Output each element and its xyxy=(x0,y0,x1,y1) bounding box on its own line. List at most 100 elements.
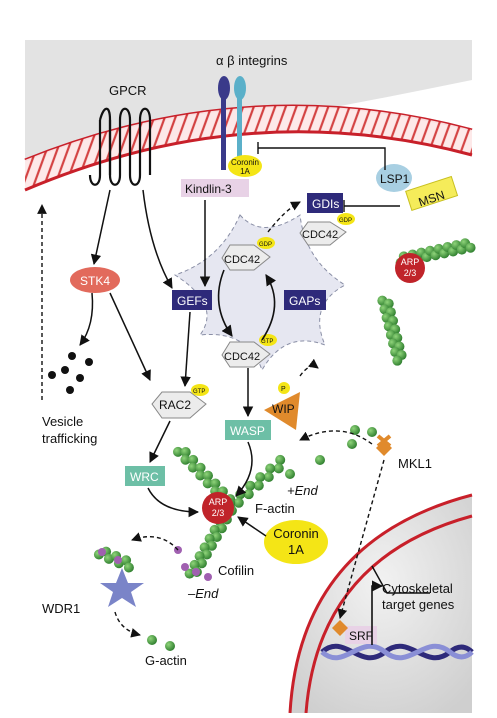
actin-filament-plus xyxy=(275,454,286,465)
actin-filament-plus xyxy=(255,472,266,483)
rac2-label: RAC2 xyxy=(159,398,191,412)
wip-protein xyxy=(264,382,300,430)
wrc-box xyxy=(125,466,165,486)
cofilin-bead xyxy=(204,573,212,581)
srf-label: SRF xyxy=(349,629,373,643)
actin-filament-branch xyxy=(187,462,198,473)
coronin-big-label-2: 1A xyxy=(288,542,304,557)
gdp-badge-1 xyxy=(337,213,355,225)
minus-end-label: –End xyxy=(187,586,219,601)
arp23-2-label-2: 2/3 xyxy=(212,508,225,518)
pathway-arrows xyxy=(79,189,430,594)
wip-label: WIP xyxy=(272,402,295,416)
vesicle-label-1: Vesicle xyxy=(42,414,83,429)
gdis-label: GDIs xyxy=(312,197,339,211)
g-actin-monomer xyxy=(147,635,157,645)
integrin-receptor xyxy=(218,76,246,170)
kindlin-label: Kindlin-3 xyxy=(185,182,232,196)
actin-fragment-wdr1 xyxy=(123,562,134,573)
lsp1-protein xyxy=(376,164,412,192)
gdis-box xyxy=(307,193,343,213)
kindlin-box xyxy=(181,179,249,197)
gefs-label: GEFs xyxy=(177,294,208,308)
wrc-label: WRC xyxy=(130,470,159,484)
actin-filament-plus xyxy=(253,480,264,491)
dna-helix xyxy=(320,643,474,661)
actin-filament-plus xyxy=(243,489,254,500)
gef-gap-cycle-arrows xyxy=(217,269,277,341)
wdr1-label: WDR1 xyxy=(42,601,80,616)
actin-filament-plus xyxy=(265,463,276,474)
msn-protein xyxy=(405,175,459,211)
cofilin-bead xyxy=(114,556,122,564)
stk4-label: STK4 xyxy=(80,274,110,288)
actin-filaments xyxy=(93,238,476,651)
arp23-1-label-2: 2/3 xyxy=(404,268,417,278)
integrins-label: α β integrins xyxy=(216,53,288,68)
actin-filament-branch xyxy=(188,454,199,465)
cytoskeletal-label-2: target genes xyxy=(382,597,455,612)
gef-gap-zone xyxy=(173,214,346,372)
cofilin-bead xyxy=(192,568,200,576)
wdr1-protein xyxy=(100,568,144,607)
gtp-label-2: GTP xyxy=(193,389,205,395)
plus-end-label: +End xyxy=(287,483,318,498)
actin-filament-branch xyxy=(180,447,191,458)
coronin-small-label-2: 1A xyxy=(240,167,250,176)
mkl1-protein xyxy=(376,434,392,456)
coronin-small-label-1: Coronin xyxy=(231,158,259,167)
cdc42-gdp-label: CDC42 xyxy=(224,254,260,266)
gpcr-label: GPCR xyxy=(109,83,147,98)
srf-mkl1-nuclear xyxy=(332,620,348,636)
actin-filament-branch xyxy=(173,446,184,457)
actin-filament-branch xyxy=(202,470,213,481)
actin-filament-plus xyxy=(263,471,274,482)
dashed-arrows xyxy=(37,201,385,638)
coronin-1a-small: Coronin 1A xyxy=(228,155,262,177)
cofilin-bead xyxy=(181,563,189,571)
arp23-1-label-1: ARP xyxy=(401,257,420,267)
cdc42-gdi-label: CDC42 xyxy=(302,229,338,241)
cdc42-gtp xyxy=(221,341,271,368)
arp23-complex-2: ARP 2/3 xyxy=(202,492,234,524)
gaps-box xyxy=(284,290,326,310)
actin-filament-plus xyxy=(273,463,284,474)
wasp-box xyxy=(225,420,271,440)
arp23-complex-1: ARP 2/3 xyxy=(395,253,425,283)
vesicle-label-2: trafficking xyxy=(42,431,97,446)
actin-filament-top-right-branch xyxy=(465,242,476,253)
gdp-label-1: GDP xyxy=(339,218,352,224)
stk4-protein xyxy=(70,267,120,293)
factin-label: F-actin xyxy=(255,501,295,516)
srf-box xyxy=(345,626,377,644)
coronin-1a-large: Coronin 1A xyxy=(264,520,328,564)
gene-arrow xyxy=(371,580,384,645)
lsp1-label: LSP1 xyxy=(380,172,410,186)
gtp-label-1: GTP xyxy=(261,339,273,345)
actin-filament-top-right xyxy=(392,355,403,366)
coronin-big-label-1: Coronin xyxy=(273,526,319,541)
gdp-badge-2 xyxy=(257,237,275,249)
cofilin-label: Cofilin xyxy=(218,563,254,578)
plasma-membrane xyxy=(24,104,473,192)
cdc42-gdp xyxy=(221,244,271,271)
gactin-label: G-actin xyxy=(145,653,187,668)
g-actin-monomer xyxy=(367,427,377,437)
actin-filament-plus xyxy=(233,497,244,508)
g-actin-monomer xyxy=(285,469,295,479)
rac2-protein xyxy=(151,391,207,419)
actin-filament-branch xyxy=(180,454,191,465)
g-actin-monomer xyxy=(165,641,175,651)
arp23-2-label-1: ARP xyxy=(209,497,228,507)
actin-filament-branch xyxy=(202,478,213,489)
actin-filament-plus xyxy=(245,480,256,491)
gtp-badge-2 xyxy=(191,384,209,396)
cdc42-gtp-label: CDC42 xyxy=(224,351,260,363)
wip-p-label: P xyxy=(281,386,286,393)
actin-filament-branch xyxy=(210,478,221,489)
wasp-label: WASP xyxy=(230,424,265,438)
g-actin-monomer xyxy=(350,425,360,435)
g-actin-monomer xyxy=(315,455,325,465)
